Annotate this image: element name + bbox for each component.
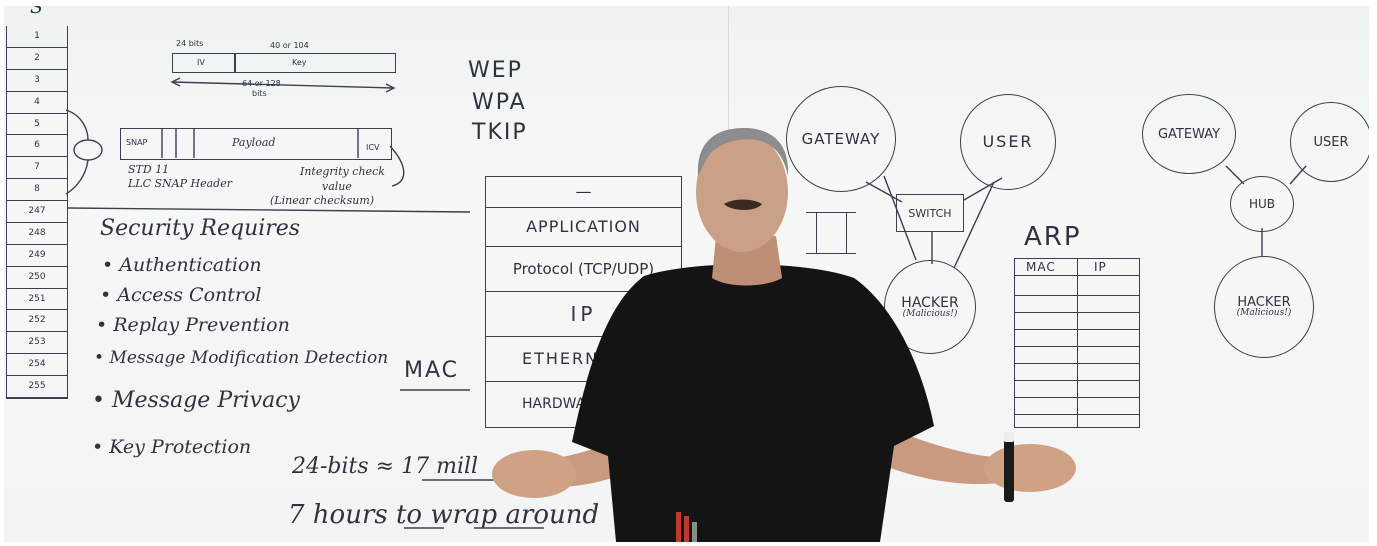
small-table-sketch (806, 212, 856, 254)
index-cell: 5 (7, 114, 67, 136)
frame-box (120, 128, 392, 160)
integrity-check: Integrity check (300, 165, 385, 178)
index-cell: 252 (7, 310, 67, 333)
stack-layer-ip: IP (486, 292, 681, 337)
index-cell: 253 (7, 332, 67, 355)
protocol-wpa: WPA (472, 90, 527, 115)
index-cell: 7 (7, 157, 67, 180)
gateway-node-switch: GATEWAY (786, 86, 896, 192)
security-item-access-control: • Access Control (100, 284, 262, 306)
index-cell: 3 (7, 70, 67, 92)
security-item-authentication: • Authentication (102, 254, 262, 276)
security-title: Security Requires (100, 216, 301, 241)
payload-label: Payload (232, 136, 276, 149)
arp-row (1015, 380, 1139, 382)
linear-checksum: (Linear checksum) (270, 194, 375, 207)
mac-label: MAC (404, 358, 460, 383)
iv-key-box (172, 53, 396, 73)
stack-layer-hardware: HARDWA (522, 396, 586, 412)
arp-col-mac: MAC (1026, 260, 1056, 274)
hub-node: HUB (1230, 176, 1294, 232)
stack-layer-application: APPLICATION (486, 208, 681, 247)
gateway-node-hub: GATEWAY (1142, 94, 1236, 174)
stack-layer-protocol: Protocol (TCP/UDP) (486, 247, 681, 292)
right-hand (984, 444, 1076, 492)
icv-label: ICV (366, 143, 380, 152)
security-item-key-protection: • Key Protection (92, 436, 252, 458)
index-cell: 8 (7, 179, 67, 202)
label-64-or-128: 64 or 128 (242, 79, 281, 88)
iv-label: IV (197, 58, 205, 67)
llc-snap-header: LLC SNAP Header (128, 177, 232, 190)
hacker-node-switch: HACKER (Malicious!) (884, 260, 976, 354)
shirt (572, 264, 934, 542)
protocol-tkip: TKIP (472, 120, 528, 145)
stack-layer-top: — (486, 177, 681, 208)
left-hand (492, 450, 576, 498)
index-cell: 1 (7, 26, 67, 48)
math-line-2: 7 hours to wrap around (288, 500, 600, 530)
arp-col-ip: IP (1094, 260, 1107, 274)
arp-row (1015, 346, 1139, 348)
index-cell: 248 (7, 223, 67, 245)
arp-row (1015, 363, 1139, 365)
column-heading: S (30, 6, 44, 18)
arp-row (1015, 295, 1139, 297)
value-label: value (322, 180, 352, 193)
label-24-bits: 24 bits (176, 39, 204, 48)
stack-layer-ethernet: ETHERN (486, 337, 681, 382)
head (696, 132, 788, 252)
math-line-1: 24-bits ≈ 17 mill (292, 454, 479, 479)
security-item-message-privacy: • Message Privacy (92, 388, 300, 413)
security-item-replay-prevention: • Replay Prevention (96, 314, 290, 336)
index-cell: 250 (7, 267, 67, 289)
arp-row (1015, 397, 1139, 399)
hair (697, 128, 789, 176)
arp-table (1014, 258, 1140, 428)
arp-row (1015, 414, 1139, 416)
user-node-hub: USER (1290, 102, 1369, 182)
protocol-wep: WEP (468, 58, 523, 83)
snap-label: SNAP (126, 138, 148, 147)
index-cell: 255 (7, 376, 67, 398)
index-cell: 249 (7, 245, 67, 267)
grey-pen (692, 522, 697, 542)
index-cell: 254 (7, 354, 67, 377)
arp-title: ARP (1024, 222, 1082, 252)
red-pen-2 (684, 516, 689, 542)
presenter (492, 128, 1076, 542)
security-item-message-modification: • Message Modification Detection (94, 348, 389, 368)
arp-row (1015, 312, 1139, 314)
std-label: STD 11 (128, 163, 170, 176)
label-40-or-104: 40 or 104 (270, 41, 309, 50)
marker (1004, 432, 1014, 502)
switch-box: SWITCH (896, 194, 964, 232)
red-pen-1 (676, 512, 681, 542)
iv-divider (234, 53, 236, 73)
hacker-node-hub: HACKER (Malicious!) (1214, 256, 1314, 358)
index-cell: 2 (7, 48, 67, 70)
user-node-switch: USER (960, 94, 1056, 190)
index-cell: 251 (7, 289, 67, 311)
index-cell: 6 (7, 135, 67, 158)
diagram-lines (65, 77, 1307, 529)
index-cell: 4 (7, 92, 67, 114)
label-bits: bits (252, 89, 267, 98)
mustache (724, 199, 762, 210)
index-cell: 247 (7, 201, 67, 223)
board-seam (728, 6, 729, 146)
key-label: Key (292, 58, 307, 67)
arp-row (1015, 329, 1139, 331)
